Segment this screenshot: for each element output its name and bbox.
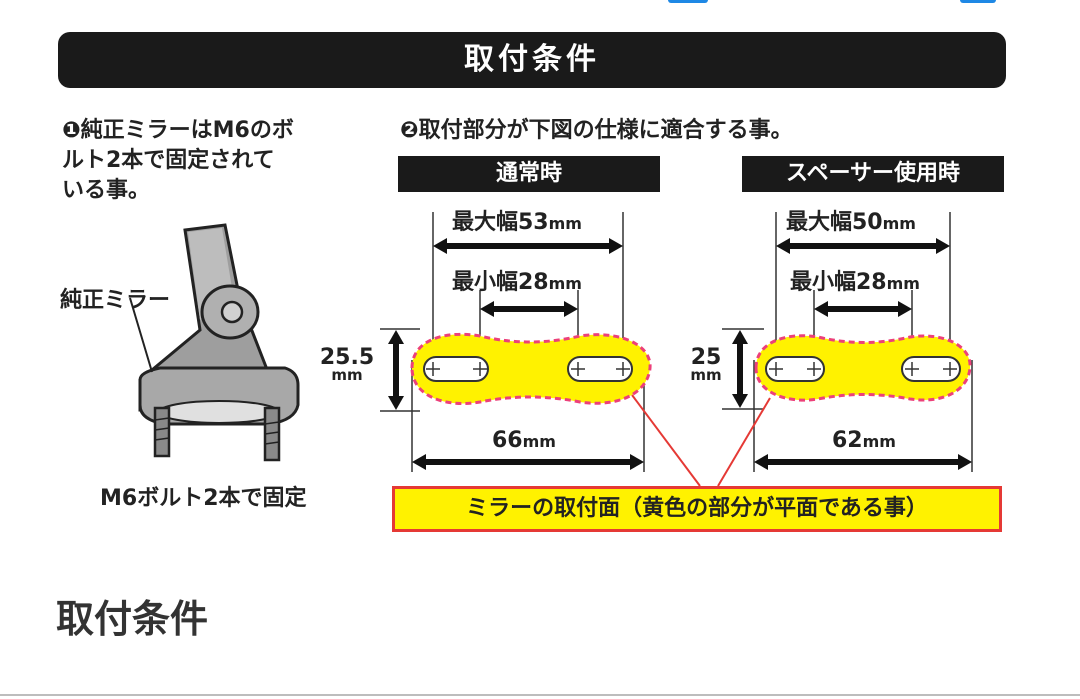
- note-1-line-3: いる事。: [62, 178, 151, 203]
- top-accent-right: [960, 0, 996, 3]
- note-1: ❶純正ミラーはM6のボ ルト2本で固定されて いる事。: [62, 116, 294, 206]
- footer-title: 取付条件: [56, 597, 209, 641]
- note-1-line-1: ❶純正ミラーはM6のボ: [62, 118, 294, 143]
- bolt-caption: M6ボルト2本で固定: [100, 486, 307, 511]
- section-banner: 取付条件: [58, 32, 1006, 88]
- spacer-tag: スペーサー使用時: [742, 156, 1004, 192]
- mirror-label: 純正ミラー: [60, 288, 171, 313]
- normal-min-width: 最小幅28mm: [452, 270, 582, 295]
- mounting-surface-caption: ミラーの取付面（黄色の部分が平面である事）: [392, 486, 1002, 532]
- spacer-diagram: [722, 212, 973, 472]
- spacer-max-width: 最大幅50mm: [786, 210, 916, 235]
- spacer-min-width: 最小幅28mm: [790, 270, 920, 295]
- normal-diagram: [380, 212, 652, 472]
- mirror-illustration: [129, 223, 300, 462]
- note-1-line-2: ルト2本で固定されて: [62, 148, 275, 173]
- top-accent-left: [668, 0, 708, 3]
- note-2: ❷取付部分が下図の仕様に適合する事。: [400, 118, 793, 143]
- normal-tag: 通常時: [398, 156, 660, 192]
- spacer-total-width: 62mm: [832, 428, 896, 453]
- normal-total-width: 66mm: [492, 428, 556, 453]
- bottom-divider: [0, 694, 1080, 696]
- normal-max-width: 最大幅53mm: [452, 210, 582, 235]
